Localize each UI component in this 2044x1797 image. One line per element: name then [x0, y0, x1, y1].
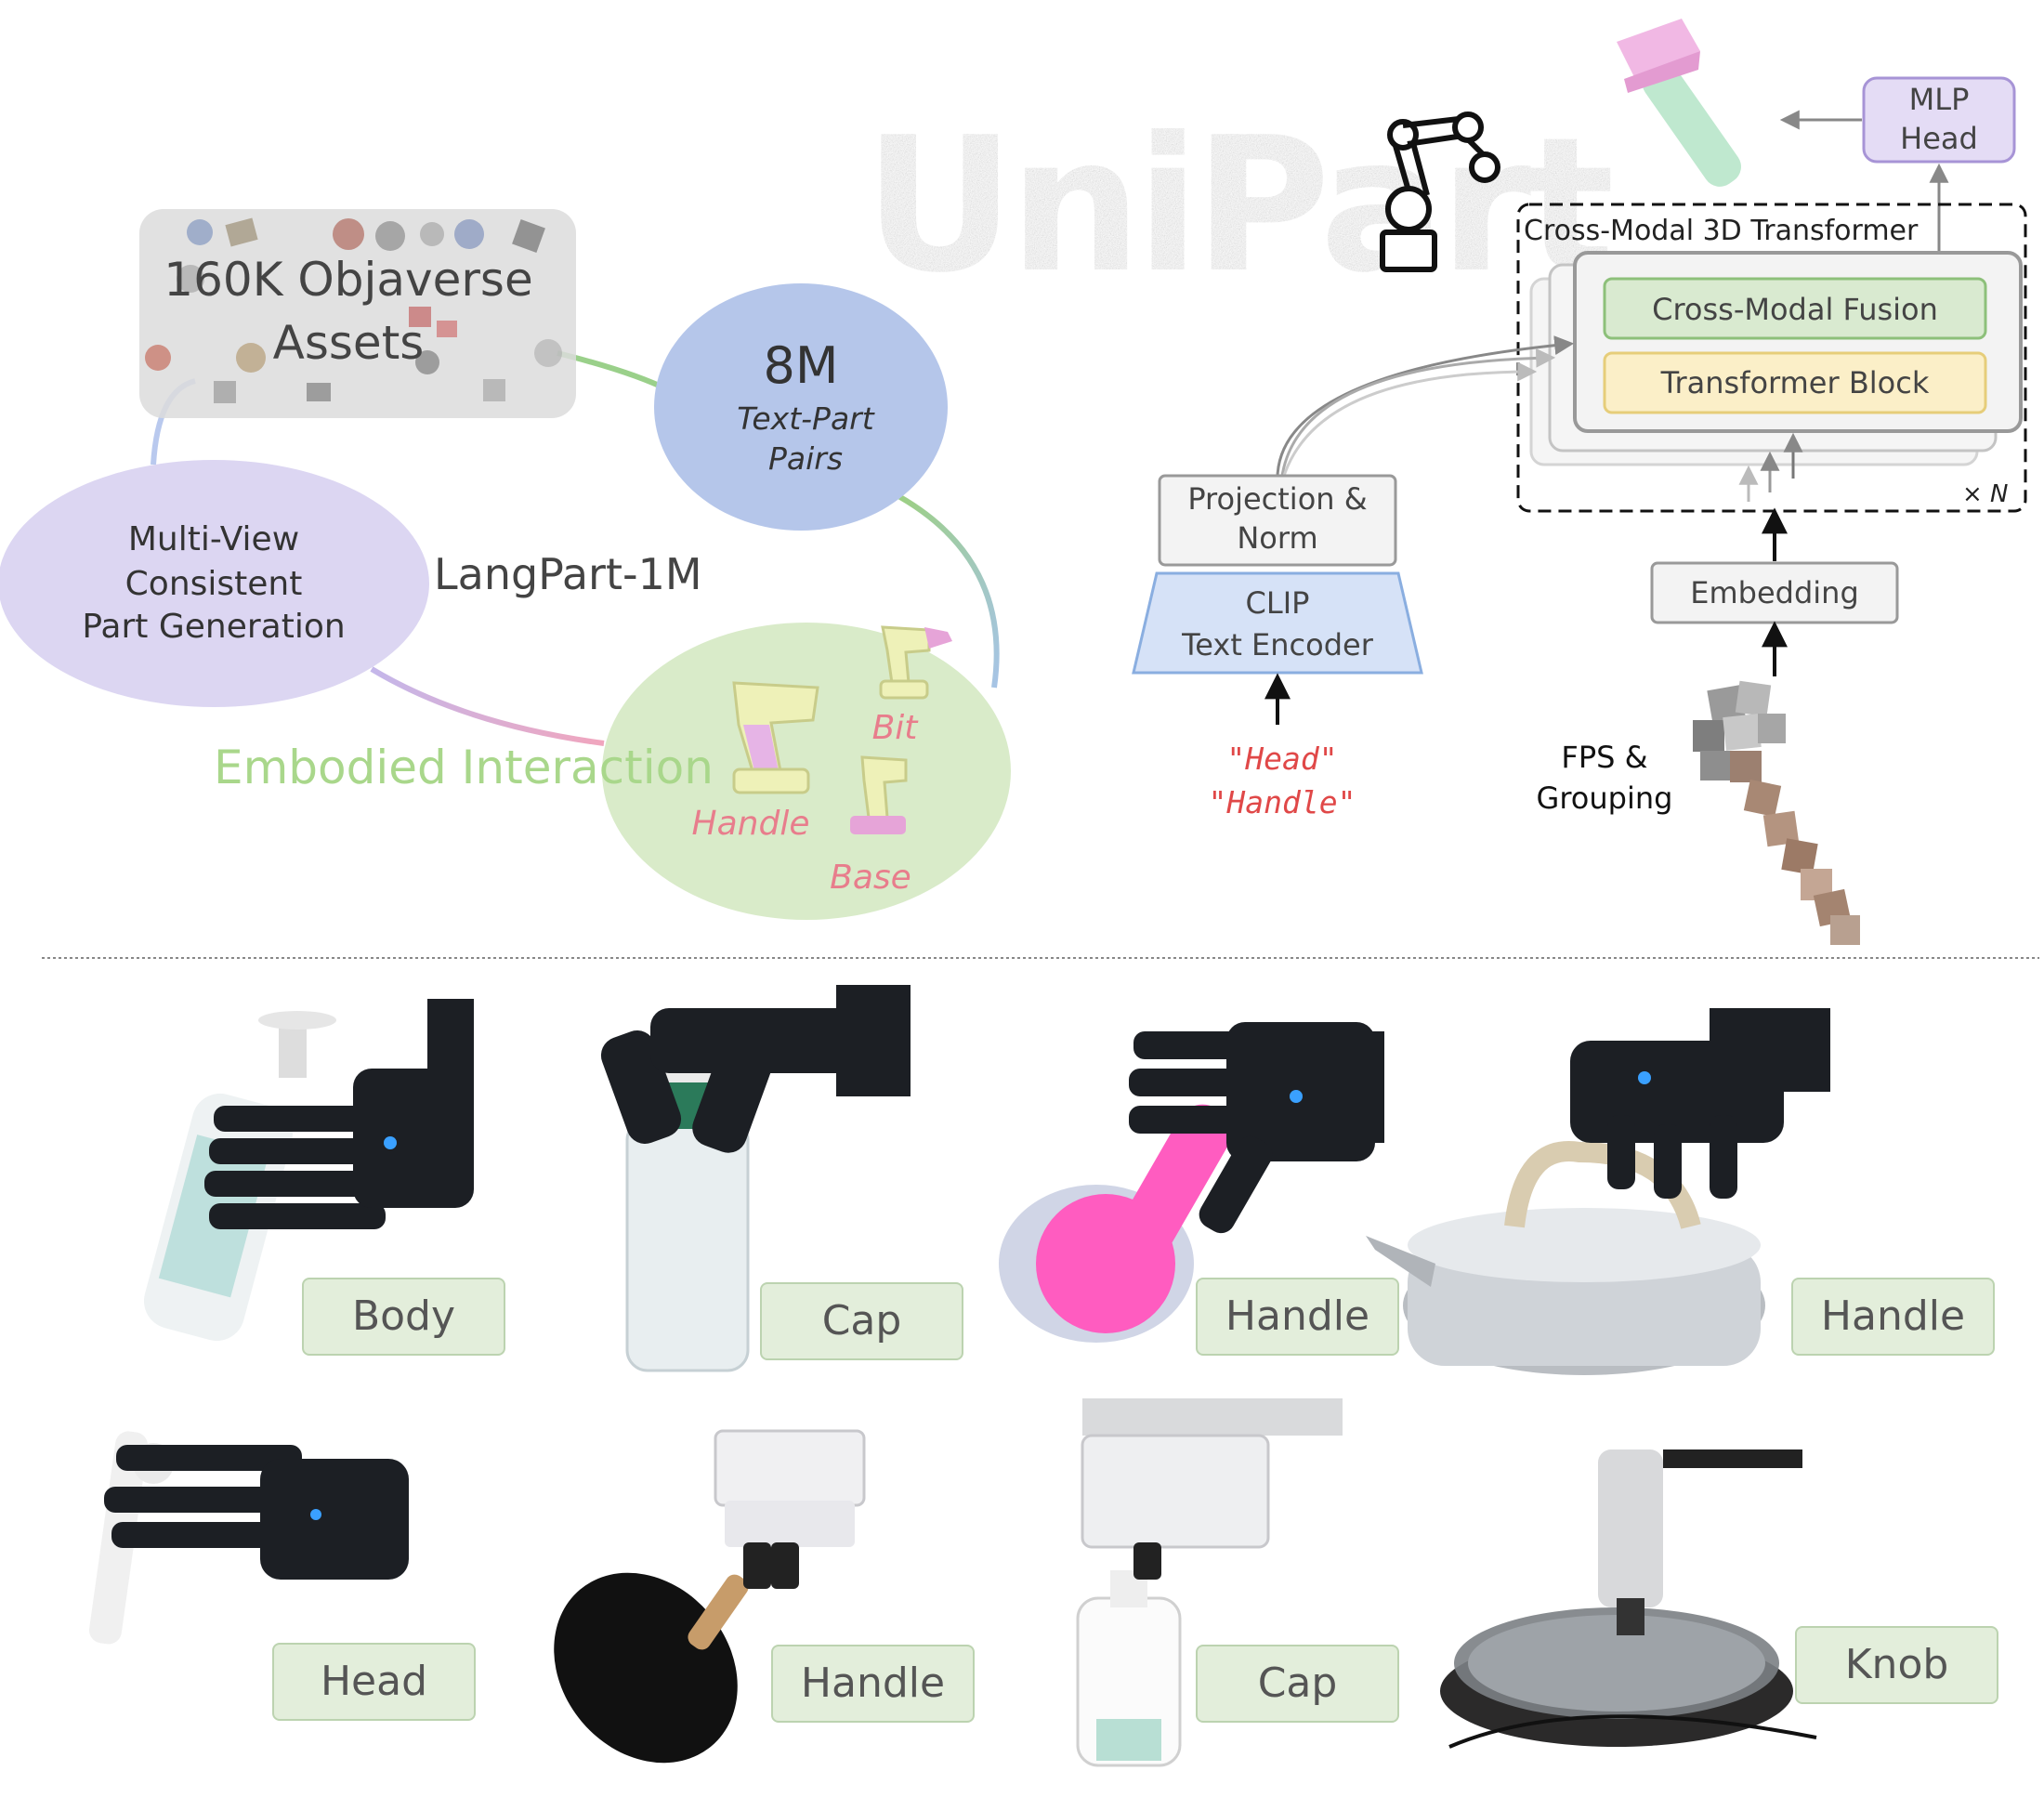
- demo-photo-cap: [600, 985, 911, 1372]
- mlp-line1: MLP: [1909, 82, 1970, 117]
- prompt-head: "Head": [1226, 741, 1337, 777]
- fps-line2: Grouping: [1537, 780, 1673, 816]
- projection-line2: Norm: [1237, 520, 1317, 556]
- clip-line2: Text Encoder: [1181, 627, 1374, 662]
- projection-line1: Projection &: [1187, 481, 1367, 517]
- transformer-block-box: Transformer Block: [1603, 351, 1987, 414]
- part-label-base: Base: [830, 859, 911, 897]
- demo-label-handle-pan: Handle: [771, 1645, 975, 1723]
- demo-label-body: Body: [302, 1278, 505, 1356]
- text-part-pairs-node: 8M Text-Part Pairs: [654, 283, 948, 531]
- demo-label-head: Head: [272, 1643, 476, 1721]
- embedding-label: Embedding: [1690, 575, 1859, 610]
- logo-text: UniPart: [864, 98, 1611, 314]
- robot-arm-icon: [1380, 111, 1500, 272]
- demo-label-cap: Cap: [760, 1282, 963, 1360]
- demo-label-handle-spoon: Handle: [1196, 1278, 1399, 1356]
- point-cloud-hammer: [1693, 680, 1860, 945]
- mlp-line2: Head: [1900, 121, 1978, 156]
- repeat-label: × N: [1962, 480, 2009, 508]
- block-label: Transformer Block: [1660, 365, 1930, 400]
- arrow-text-to-fusion-3: [1282, 361, 1538, 477]
- pairs-line1: Text-Part: [737, 400, 874, 437]
- demo-label-handle-kettle: Handle: [1791, 1278, 1995, 1356]
- fusion-label: Cross-Modal Fusion: [1652, 292, 1938, 327]
- demo-photo-handle-kettle: [1366, 1008, 1830, 1375]
- drill-base-illustration: [850, 755, 908, 834]
- fps-line1: FPS &: [1561, 740, 1647, 775]
- demo-label-knob: Knob: [1795, 1626, 1998, 1704]
- pairs-number: 8M: [764, 336, 839, 395]
- demo-photo-cap-bottle: [1076, 1398, 1343, 1767]
- demo-photo-head: [88, 1431, 409, 1645]
- cross-modal-fusion-box: Cross-Modal Fusion: [1603, 277, 1987, 340]
- objaverse-assets-panel: 160K Objaverse Assets: [139, 209, 576, 418]
- architecture-diagram: MLP Head Cross-Modal 3D Transformer × N …: [1132, 19, 2027, 945]
- clip-line1: CLIP: [1246, 585, 1310, 621]
- arrow-text-to-fusion-2: [1280, 348, 1556, 477]
- arc-pairs-to-interaction: [890, 490, 1000, 689]
- assets-label-line2: Assets: [273, 316, 425, 370]
- hammer-prediction-icon: [1617, 19, 1741, 187]
- prompt-handle: "Handle": [1209, 784, 1356, 820]
- part-label-bit: Bit: [872, 709, 920, 747]
- part-label-handle: Handle: [692, 805, 810, 843]
- drill-bit-illustration: [879, 625, 952, 700]
- drill-handle-illustration: [732, 681, 819, 794]
- generation-line3: Part Generation: [82, 608, 345, 646]
- demo-photo-handle-spoon: [999, 1022, 1384, 1343]
- embedding-box: Embedding: [1650, 561, 1899, 624]
- embodied-interaction-node: Bit Handle Base: [602, 623, 1011, 920]
- demo-photo-knob: [1440, 1449, 1817, 1749]
- unipart-logo: UniPart: [864, 98, 1617, 314]
- generation-line1: Multi-View: [128, 520, 299, 558]
- langpart-cycle: 160K Objaverse Assets 8M Text-Part Pairs…: [0, 209, 1011, 920]
- mlp-head-box: MLP Head: [1862, 76, 2016, 164]
- interaction-label: Embodied Interaction: [214, 741, 714, 794]
- projection-norm-box: Projection & Norm: [1158, 474, 1397, 567]
- arc-interaction-to-generation: [370, 666, 605, 746]
- pairs-line2: Pairs: [768, 440, 843, 477]
- dataset-name: LangPart-1M: [434, 549, 702, 599]
- demo-photo-body: [143, 999, 474, 1342]
- asset-thumbnails: [145, 217, 562, 403]
- assets-label-line1: 160K Objaverse: [164, 253, 532, 307]
- demo-label-cap-bottle: Cap: [1196, 1645, 1399, 1723]
- clip-text-encoder: CLIP Text Encoder: [1132, 571, 1423, 675]
- demo-photo-handle-pan: [554, 1429, 866, 1764]
- transformer-title: Cross-Modal 3D Transformer: [1524, 215, 1919, 247]
- generation-line2: Consistent: [125, 565, 303, 603]
- part-generation-node: Multi-View Consistent Part Generation: [0, 460, 429, 707]
